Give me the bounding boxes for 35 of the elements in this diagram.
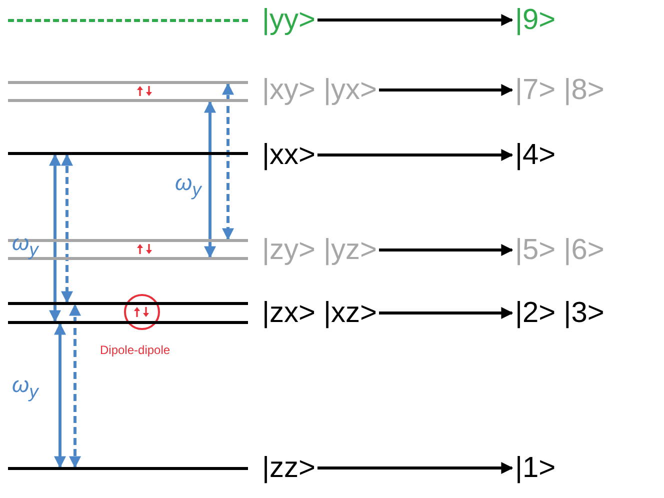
state-number: |5> |6>: [515, 233, 604, 267]
state-number: |9>: [515, 3, 556, 37]
frequency-label: ω$_{y}$: [12, 372, 38, 402]
frequency-label: ω$_{y}$: [12, 230, 38, 260]
arrow: [379, 307, 514, 319]
state-label: |zz>: [262, 451, 316, 485]
annotation-label: Dipole-dipole: [100, 343, 170, 357]
energy-level-line: [8, 19, 248, 22]
arrow: [204, 100, 216, 258]
state-label: |zy> |yz>: [262, 233, 377, 267]
arrow: [379, 244, 514, 256]
energy-level-line: [8, 99, 248, 102]
state-label: |xy> |yx>: [262, 73, 377, 107]
energy-level-line: [8, 321, 248, 324]
state-number: |2> |3>: [515, 296, 604, 330]
energy-level-line: [8, 81, 248, 84]
arrow: [49, 154, 61, 322]
arrow: [61, 154, 73, 304]
arrow: [317, 462, 514, 474]
arrow: [54, 322, 66, 468]
frequency-label: ω$_{y}$: [175, 170, 202, 200]
state-label: |yy>: [262, 3, 316, 37]
arrow: [222, 82, 234, 240]
arrow: [69, 304, 81, 468]
state-label: |xx>: [262, 138, 316, 172]
state-label: |zx> |xz>: [262, 296, 377, 330]
arrow: [317, 14, 514, 26]
state-number: |1>: [515, 451, 556, 485]
energy-level-line: [8, 152, 248, 155]
state-number: |7> |8>: [515, 73, 604, 107]
arrow: [317, 149, 514, 161]
state-number: |4>: [515, 138, 556, 172]
energy-level-line: [8, 302, 248, 305]
arrow: [379, 84, 514, 96]
energy-level-line: [8, 467, 248, 470]
